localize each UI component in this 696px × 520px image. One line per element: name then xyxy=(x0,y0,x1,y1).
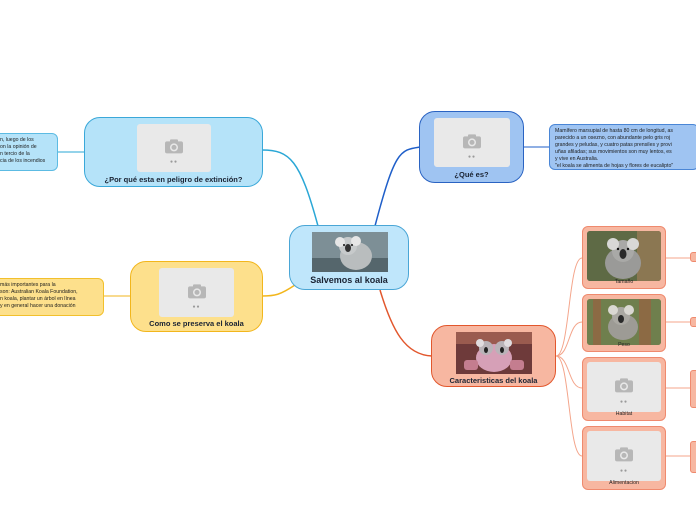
central-topic-node[interactable]: Salvemos al koala xyxy=(289,225,409,290)
branch-caracteristicas-node[interactable]: Caracteristicas del koala xyxy=(431,325,556,387)
koala-photo xyxy=(312,232,388,272)
sub-item-alimentacion[interactable]: ●● Alimentacion xyxy=(582,426,666,490)
clipped-child-node[interactable] xyxy=(690,252,696,262)
branch-title: Como se preserva el koala xyxy=(149,319,244,328)
sub-item-tamano[interactable]: Tamaño xyxy=(582,226,666,289)
image-placeholder: ●● xyxy=(137,124,211,172)
camera-icon xyxy=(463,133,481,148)
sub-item-label: Habitat xyxy=(615,411,633,417)
camera-icon xyxy=(187,283,206,298)
koala-photo xyxy=(456,332,532,374)
branch-que-es-node[interactable]: ●● ¿Qué es? xyxy=(419,111,524,183)
clipped-child-node[interactable] xyxy=(690,370,696,408)
branch-peligro-node[interactable]: ●● ¿Por qué esta en peligro de extinción… xyxy=(84,117,263,187)
note-que-es: Mamífero marsupial de hasta 80 cm de lon… xyxy=(549,124,696,170)
carousel-dots-icon: ●● xyxy=(619,468,629,474)
sub-item-habitat[interactable]: ●● Habitat xyxy=(582,357,666,421)
carousel-dots-icon: ●● xyxy=(192,304,201,310)
clipped-child-node[interactable] xyxy=(690,441,696,473)
image-placeholder: ●● xyxy=(159,268,234,317)
branch-title: ¿Qué es? xyxy=(454,170,489,179)
note-peligro: n, luego de los on la opinión de n terci… xyxy=(0,133,58,171)
branch-title: Caracteristicas del koala xyxy=(449,376,538,385)
sub-item-label: Alimentacion xyxy=(609,480,639,486)
note-preserva: más importantes para la son: Australian … xyxy=(0,278,104,316)
camera-icon xyxy=(165,139,183,154)
koala-photo xyxy=(587,231,661,281)
branch-preserva-node[interactable]: ●● Como se preserva el koala xyxy=(130,261,263,332)
image-placeholder: ●● xyxy=(587,362,661,412)
image-placeholder: ●● xyxy=(434,118,510,167)
carousel-dots-icon: ●● xyxy=(467,154,477,160)
koala-photo xyxy=(587,299,661,345)
carousel-dots-icon: ●● xyxy=(169,159,179,165)
image-placeholder: ●● xyxy=(587,431,661,481)
central-title: Salvemos al koala xyxy=(310,275,388,285)
branch-title: ¿Por qué esta en peligro de extinción? xyxy=(104,175,243,184)
sub-item-label: Peso xyxy=(618,342,630,348)
camera-icon xyxy=(615,378,633,393)
clipped-child-node[interactable] xyxy=(690,317,696,327)
sub-item-label: Tamaño xyxy=(614,279,634,285)
camera-icon xyxy=(615,447,633,462)
carousel-dots-icon: ●● xyxy=(619,399,629,405)
sub-item-peso[interactable]: Peso xyxy=(582,294,666,352)
